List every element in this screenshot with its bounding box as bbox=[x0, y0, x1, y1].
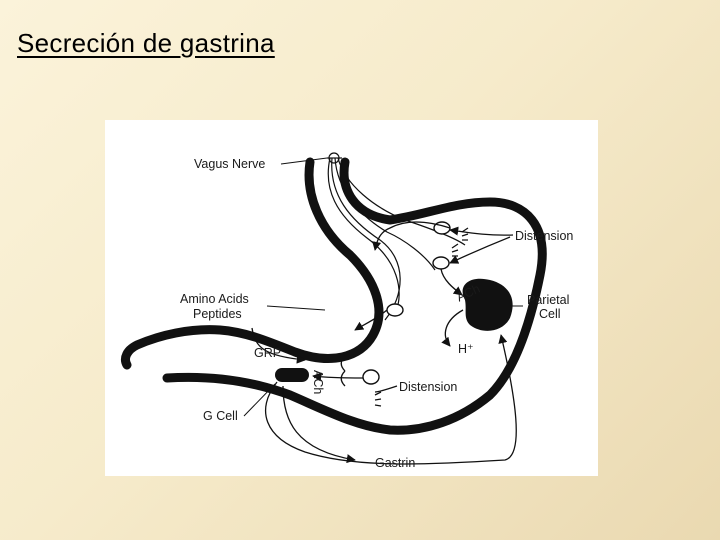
label-h-plus: H⁺ bbox=[458, 342, 474, 356]
label-g-cell: G Cell bbox=[203, 409, 238, 423]
stomach-illustration: Vagus Nerve Distension ACh Parietal Cell… bbox=[120, 152, 573, 470]
label-distension-bottom: Distension bbox=[399, 380, 457, 394]
signal-arrows bbox=[251, 221, 517, 465]
label-distension-top: Distension bbox=[515, 229, 573, 243]
gastrin-diagram: Vagus Nerve Distension ACh Parietal Cell… bbox=[105, 120, 598, 476]
label-parietal-cell-line2: Cell bbox=[539, 307, 561, 321]
label-peptides: Peptides bbox=[193, 307, 242, 321]
label-parietal-cell-line1: Parietal bbox=[527, 293, 569, 307]
vagus-nerve-fibers bbox=[327, 152, 466, 321]
slide-title: Secreción de gastrina bbox=[17, 28, 275, 58]
label-ach-side: ACh bbox=[311, 370, 325, 394]
g-cell-leader bbox=[243, 383, 276, 417]
g-cell bbox=[275, 368, 309, 382]
label-amino-acids: Amino Acids bbox=[180, 292, 249, 306]
parietal-cell bbox=[462, 278, 513, 331]
label-gastrin: Gastrin bbox=[375, 456, 415, 470]
label-grp: GRP bbox=[254, 346, 281, 360]
label-vagus-nerve: Vagus Nerve bbox=[194, 157, 265, 171]
amino-acids-leader bbox=[266, 305, 326, 311]
vagus-nerve-leader bbox=[280, 157, 328, 165]
